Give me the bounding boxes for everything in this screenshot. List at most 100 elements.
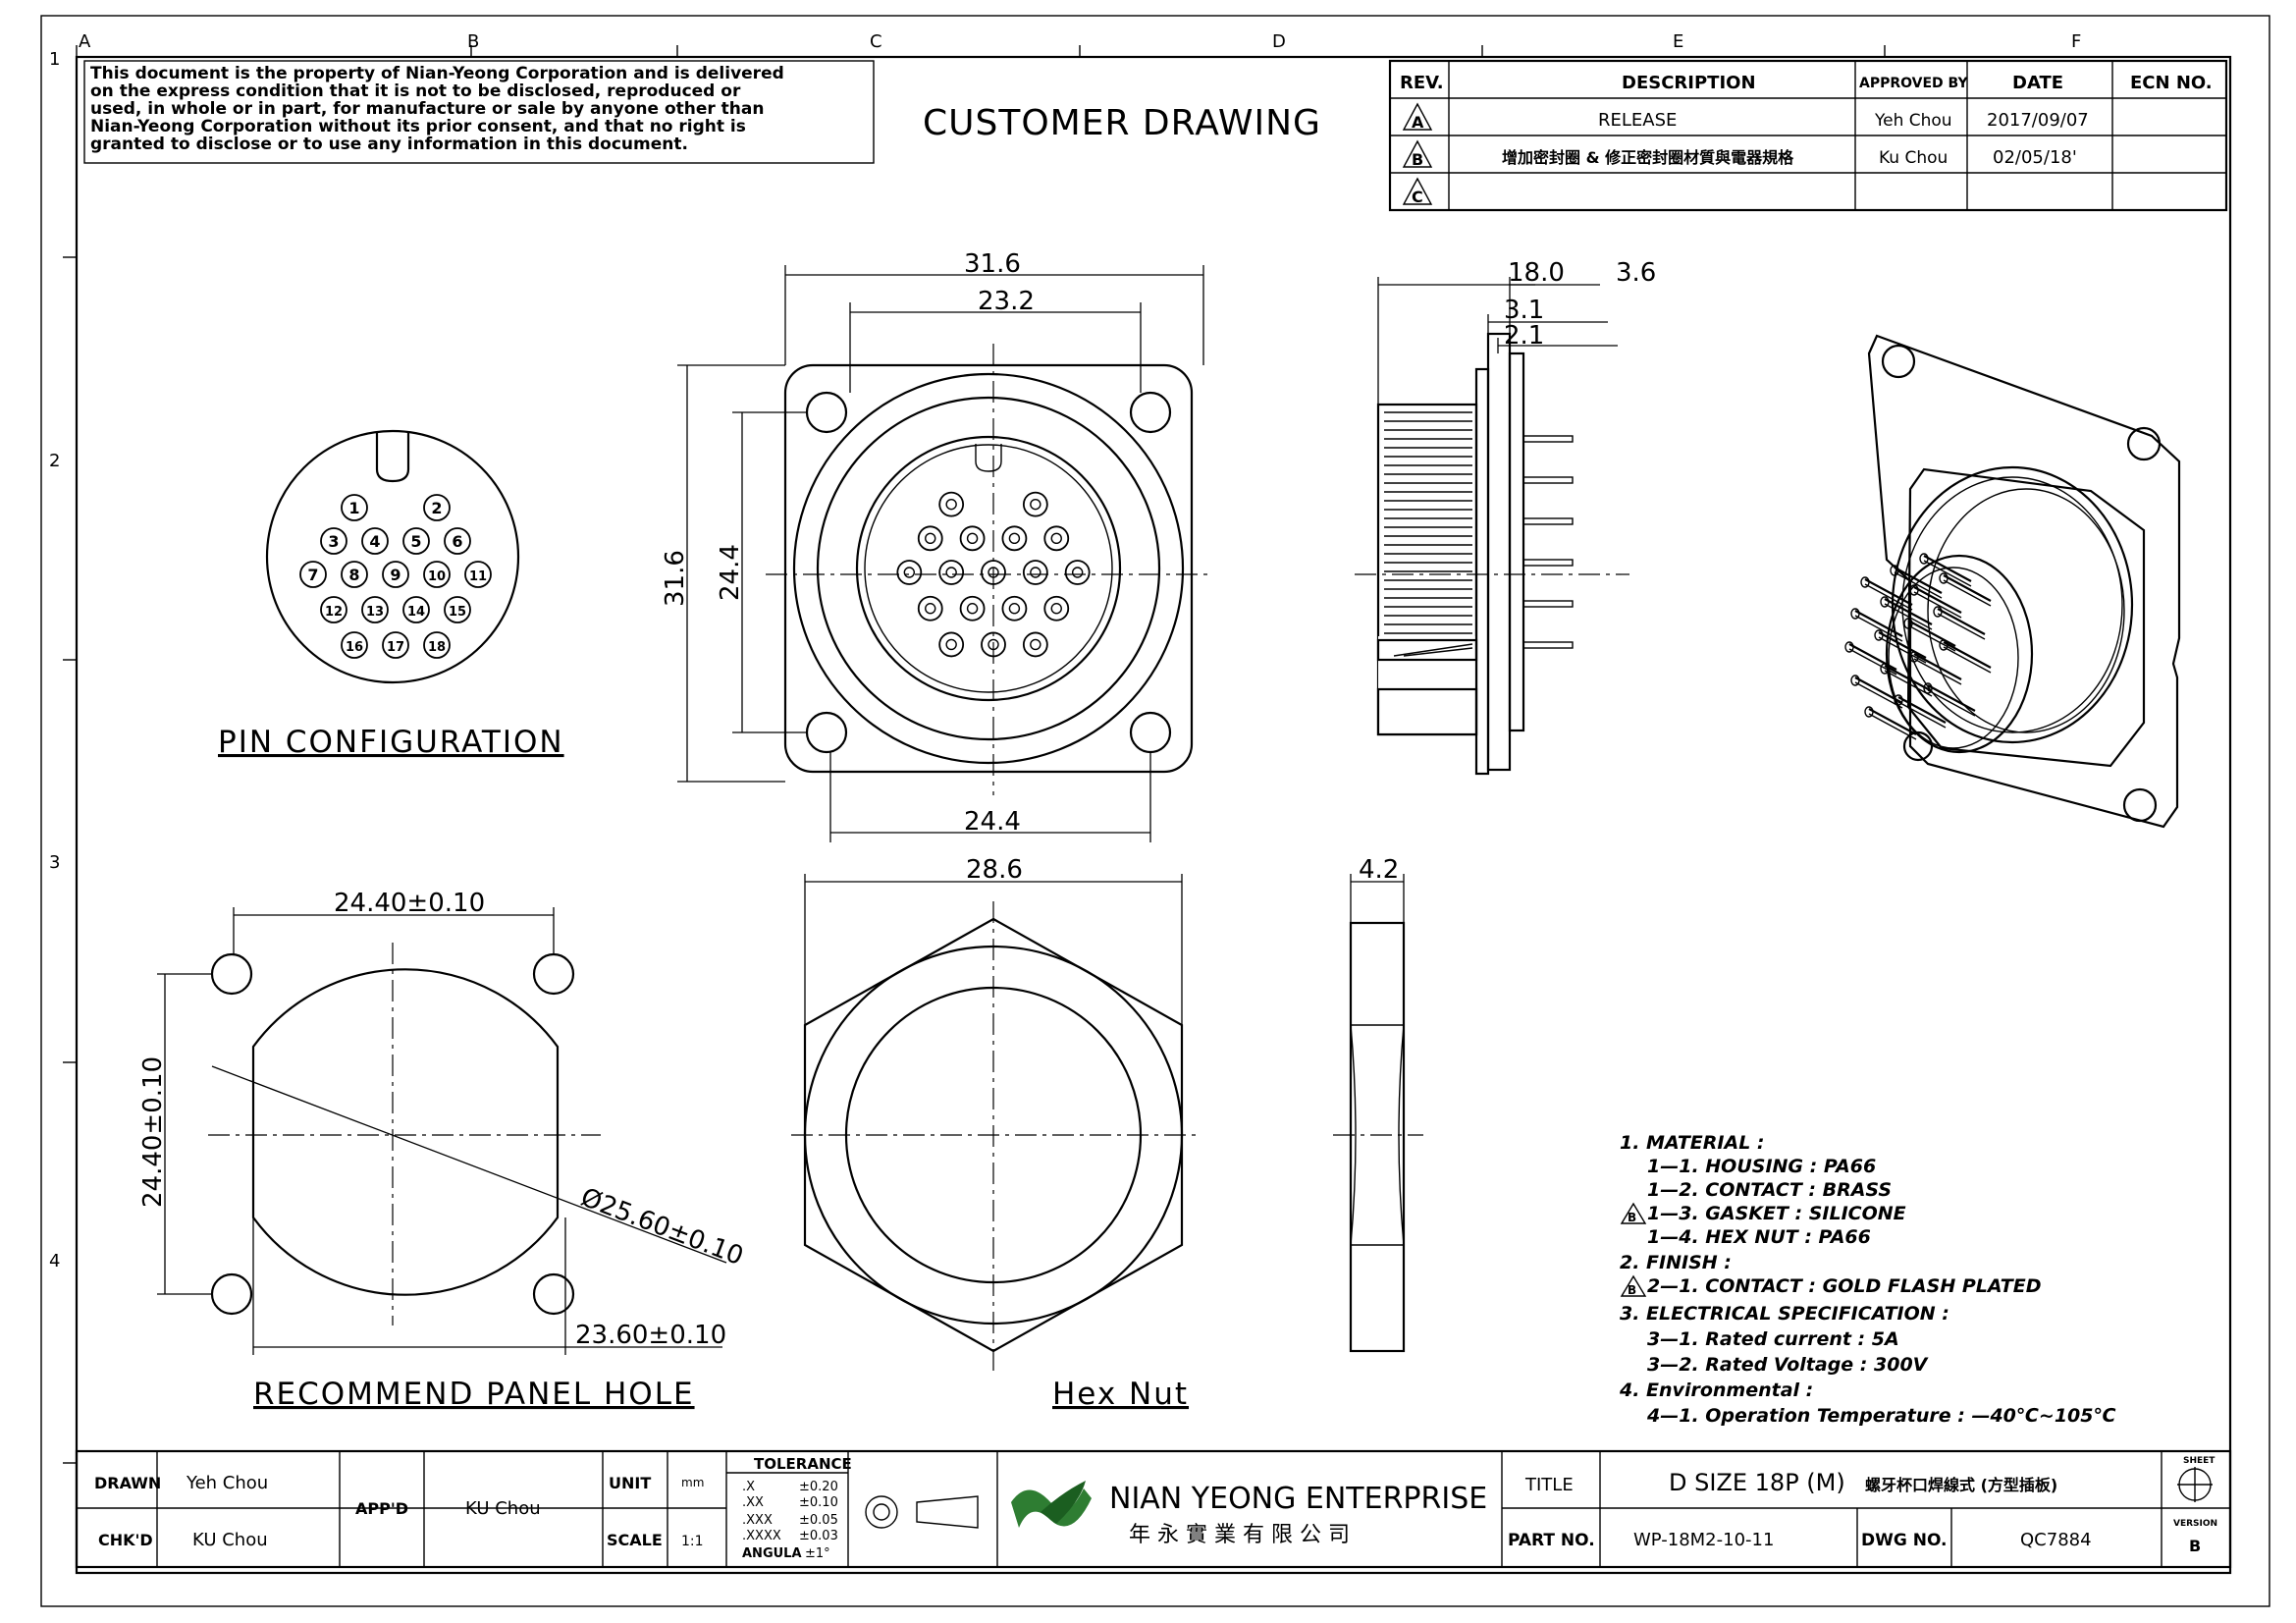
note-line: 1—1. HOUSING : PA66 — [1647, 1156, 1876, 1177]
isometric-pin — [1939, 572, 1992, 607]
rev-letter: B — [1412, 150, 1423, 169]
scale-value: 1:1 — [681, 1534, 704, 1549]
front-pin-socket — [1001, 595, 1028, 622]
isometric-pin — [1864, 706, 1917, 740]
pin-4: 4 — [361, 527, 389, 555]
panel-dim-hole-spacing-y: 24.40±0.10 — [138, 1056, 168, 1208]
front-pin-socket — [938, 491, 965, 517]
rev-date: 2017/09/07 — [1987, 110, 2089, 131]
pin-7: 7 — [299, 561, 327, 588]
front-view: 31.6 23.2 31.6 24.4 24.4 — [661, 249, 1213, 842]
title-label: TITLE — [1524, 1475, 1574, 1495]
front-pin-socket — [1001, 525, 1028, 552]
tolerance-value: ±1° — [805, 1546, 830, 1561]
isometric-view — [1844, 334, 2181, 829]
zone-number: 1 — [49, 49, 60, 70]
rev-date: 02/05/18' — [1993, 147, 2077, 168]
pin-17: 17 — [382, 631, 409, 659]
pin-number: 11 — [469, 569, 487, 584]
note-rev-triangle — [1620, 1202, 1647, 1224]
rev-letter: C — [1412, 188, 1423, 206]
part-no-value: WP-18M2-10-11 — [1633, 1530, 1774, 1550]
isometric-pin — [1919, 553, 1972, 587]
front-pin-socket — [959, 525, 986, 552]
hex-nut-dim-flats: 28.6 — [966, 855, 1023, 885]
front-pin-socket — [959, 595, 986, 622]
note-line: 1. MATERIAL : — [1620, 1132, 1765, 1154]
zone-number: 4 — [49, 1251, 60, 1271]
part-no-label: PART NO. — [1508, 1531, 1595, 1550]
pin-number: 2 — [431, 499, 442, 517]
appd-value: KU Chou — [465, 1498, 541, 1519]
pin-18: 18 — [423, 631, 451, 659]
pin-number: 12 — [325, 605, 343, 620]
pin-number: 4 — [369, 532, 380, 551]
front-pin-socket — [1043, 595, 1070, 622]
front-pin-socket — [938, 560, 965, 585]
scale-label: SCALE — [607, 1531, 663, 1549]
zone-letter: F — [2071, 31, 2081, 52]
ecn-header: ECN NO. — [2130, 73, 2213, 93]
front-pin-socket — [896, 560, 923, 585]
tolerance-value: ±0.10 — [799, 1495, 838, 1510]
rev-description: RELEASE — [1598, 110, 1677, 131]
pin-8: 8 — [341, 561, 368, 588]
note-line: 1—4. HEX NUT : PA66 — [1647, 1226, 1871, 1248]
pin-number: 14 — [407, 605, 425, 620]
pin-number: 17 — [387, 640, 404, 655]
disclaimer-box: This document is the property of Nian-Ye… — [83, 60, 875, 164]
tolerance-value: ±0.20 — [799, 1480, 838, 1494]
note-line: 4—1. Operation Temperature : —40℃~105℃ — [1646, 1405, 2116, 1427]
isometric-pin — [1909, 584, 1962, 619]
pin-5: 5 — [402, 527, 430, 555]
note-line: 3—1. Rated current : 5A — [1647, 1328, 1899, 1350]
rev-description: 增加密封圈 & 修正密封圈材質與電器規格 — [1502, 148, 1794, 167]
side-view: 18.0 3.6 3.1 2.1 — [1355, 258, 1656, 776]
outer-frame — [40, 15, 2270, 1607]
disclaimer-line: Nian-Yeong Corporation without its prior… — [90, 117, 746, 136]
side-dim-body-length: 18.0 — [1508, 258, 1565, 288]
isometric-pin — [1909, 651, 1962, 685]
dwg-no-label: DWG NO. — [1861, 1531, 1948, 1550]
tolerance-key: .X — [742, 1480, 755, 1494]
front-dim-hole-height: 24.4 — [716, 544, 745, 601]
pin-number: 16 — [346, 640, 363, 655]
isometric-pin — [1850, 608, 1903, 642]
appd-label: APP'D — [355, 1499, 408, 1518]
side-dim-gasket: 2.1 — [1504, 321, 1544, 351]
pin-number: 1 — [348, 499, 359, 517]
sheet-target-icon — [2177, 1467, 2213, 1502]
pin-number: 6 — [452, 532, 462, 551]
pin-number: 13 — [366, 605, 384, 620]
side-thread-lines — [1384, 411, 1472, 634]
note-line: 3. ELECTRICAL SPECIFICATION : — [1620, 1303, 1949, 1325]
company-name-zh: 年 永 實 業 有 限 公 司 — [1129, 1523, 1350, 1547]
isometric-pin — [1894, 694, 1947, 729]
zone-letter: A — [79, 31, 91, 52]
tolerance-label: TOLERANCE — [754, 1455, 852, 1473]
title-value-zh: 螺牙杯口焊線式 (方型插板) — [1865, 1476, 2057, 1494]
zone-number: 2 — [49, 451, 60, 471]
note-line: 1—2. CONTACT : BRASS — [1647, 1179, 1892, 1201]
zone-letter: C — [870, 31, 882, 52]
isometric-pin — [1890, 565, 1943, 599]
isometric-pin — [1880, 596, 1933, 630]
note-line: 4. Environmental : — [1619, 1380, 1813, 1401]
zone-letter: E — [1673, 31, 1683, 52]
front-dim-thread-width: 23.2 — [978, 287, 1035, 316]
tolerance-key: .XXX — [742, 1513, 773, 1528]
front-pin-socket — [1064, 560, 1091, 585]
approved-by-header: APPROVED BY — [1859, 76, 1968, 91]
rev-triangle-a — [1402, 102, 1433, 131]
pin-6: 6 — [444, 527, 471, 555]
version-value: B — [2189, 1537, 2201, 1555]
pin-number: 9 — [390, 566, 400, 584]
note-line: 3—2. Rated Voltage : 300V — [1647, 1354, 1929, 1376]
unit-value: mm — [681, 1476, 704, 1489]
isometric-pin — [1933, 606, 1986, 640]
drawn-value: Yeh Chou — [186, 1473, 268, 1493]
pin-15: 15 — [444, 596, 471, 623]
isometric-pin — [1860, 576, 1913, 611]
